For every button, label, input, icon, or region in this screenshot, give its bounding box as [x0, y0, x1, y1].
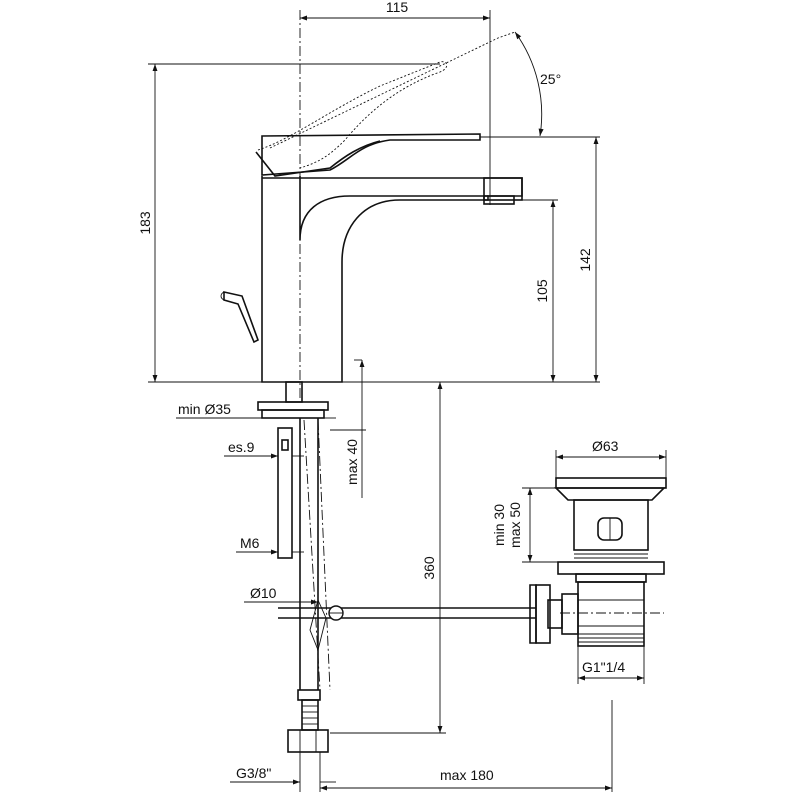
faucet-body: [220, 31, 523, 383]
dim-waste-thread: G1"1/4: [582, 659, 625, 675]
dim-deck-thickness: es.9: [228, 439, 255, 455]
dim-pipe-length: 360: [421, 556, 437, 580]
horizontal-rod: [278, 605, 536, 621]
lever-open-outline: [257, 61, 448, 169]
dim-waste-range-min: min 30: [491, 504, 507, 546]
dim-rod-diameter: Ø10: [250, 585, 277, 601]
dim-total-height: 183: [137, 211, 153, 235]
dim-top-width: 115: [386, 0, 409, 15]
waste-thread-bottom: [578, 633, 644, 643]
dim-rod-thread: M6: [240, 535, 260, 551]
dim-spout-height: 105: [534, 279, 550, 303]
waste-valve: [529, 477, 667, 647]
dim-hole-diameter: min Ø35: [178, 401, 231, 417]
popup-rod: [223, 291, 259, 344]
dim-body-height: 142: [577, 248, 593, 272]
dim-max-reach: max 180: [440, 767, 494, 783]
dim-hose-thread: G3/8": [236, 765, 271, 781]
dim-waste-range-max: max 50: [507, 502, 523, 548]
waste-thread-top: [574, 549, 648, 559]
dim-max-deck: max 40: [344, 439, 360, 485]
dim-lever-angle: 25°: [540, 71, 561, 87]
dim-waste-diameter: Ø63: [592, 438, 619, 454]
mounting-assembly: [257, 381, 331, 753]
